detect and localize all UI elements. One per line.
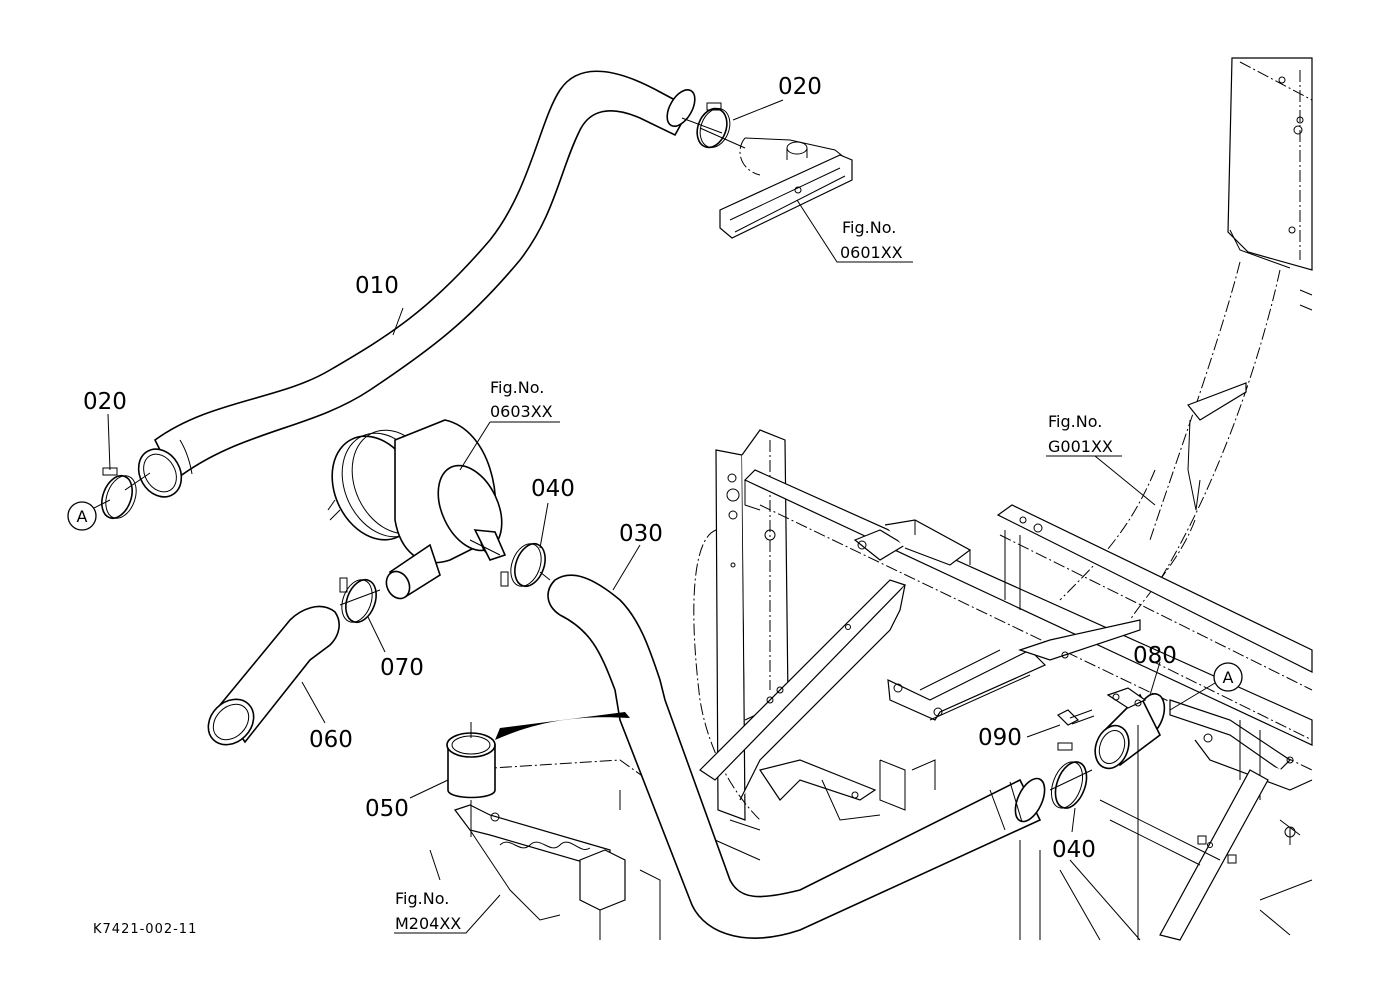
- bolt-090: [1056, 709, 1095, 726]
- clamp-020-upper: [696, 102, 731, 149]
- fig-ref-label: Fig.No.: [395, 889, 449, 908]
- connection-marker-a-left: A: [67, 501, 97, 531]
- hose-010: [137, 70, 696, 498]
- part-label-050: 050: [365, 796, 409, 822]
- clamp-020-left: [101, 467, 137, 520]
- fig-ref-code-g001xx: G001XX: [1048, 437, 1113, 456]
- fig-ref-label: Fig.No.: [842, 218, 896, 237]
- hose-030: [547, 574, 1046, 939]
- part-label-060: 060: [309, 727, 353, 753]
- part-label-030: 030: [619, 521, 663, 547]
- leader-lines: [89, 99, 1216, 940]
- part-label-080: 080: [1133, 643, 1177, 669]
- fig-ref-code-0603xx: 0603XX: [490, 402, 553, 421]
- part-label-070: 070: [380, 655, 424, 681]
- part-label-020: 020: [778, 74, 822, 100]
- chassis-frame: [429, 57, 1313, 941]
- clamp-040-upper: [500, 542, 546, 588]
- collar-050: [446, 712, 630, 837]
- fig-ref-code-m204xx: M204XX: [395, 914, 461, 933]
- joint-pipe-080: [1094, 687, 1166, 770]
- svg-text:A: A: [1223, 668, 1234, 687]
- fig-ref-label: Fig.No.: [490, 378, 544, 397]
- intake-manifold: [719, 137, 853, 239]
- clamp-070: [339, 577, 377, 624]
- part-label-010: 010: [355, 273, 399, 299]
- hose-060: [207, 605, 340, 746]
- air-cleaner: [327, 419, 507, 600]
- svg-text:A: A: [77, 507, 88, 526]
- part-label-090: 090: [978, 725, 1022, 751]
- part-label-040: 040: [531, 476, 575, 502]
- fig-ref-code-0601xx: 0601XX: [840, 243, 903, 262]
- clamp-040-lower: [1050, 742, 1088, 809]
- connection-marker-a-right: A: [1213, 662, 1243, 692]
- part-label-040: 040: [1052, 837, 1096, 863]
- part-label-020: 020: [83, 389, 127, 415]
- drawing-code: K7421-002-11: [93, 922, 197, 937]
- fig-ref-label: Fig.No.: [1048, 412, 1102, 431]
